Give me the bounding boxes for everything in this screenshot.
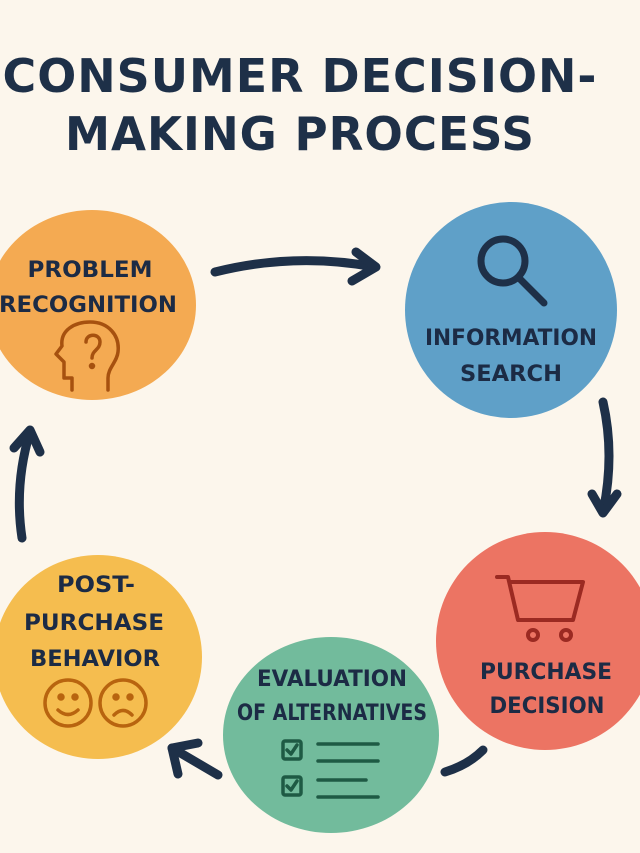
arrow-evaluation-to-post-purchase	[167, 738, 223, 780]
shopping-cart-icon	[495, 575, 585, 642]
stage-label: EVALUATION	[257, 667, 407, 692]
arrow-problem-to-search	[210, 247, 381, 286]
arrow-search-to-purchase	[587, 397, 622, 518]
stage-circle	[405, 202, 617, 418]
stage-post-purchase-behavior: POST- PURCHASE BEHAVIOR	[0, 555, 202, 759]
stage-label: OF ALTERNATIVES	[237, 701, 427, 726]
stage-evaluation-of-alternatives: EVALUATION OF ALTERNATIVES	[223, 637, 439, 833]
stage-information-search: INFORMATION SEARCH	[405, 202, 617, 418]
happy-sad-faces-icon	[43, 678, 148, 728]
stage-circle	[0, 555, 202, 759]
stage-label: INFORMATION	[425, 326, 597, 351]
stage-circle	[0, 210, 196, 400]
stage-circle	[436, 532, 640, 750]
stage-label: DECISION	[490, 694, 605, 719]
title-line-1: CONSUMER DECISION-	[3, 49, 598, 103]
stage-problem-recognition: PROBLEM RECOGNITION	[0, 210, 196, 400]
checklist-icon	[281, 739, 380, 799]
title-line-2: MAKING PROCESS	[65, 107, 535, 161]
stage-label: PROBLEM	[28, 258, 153, 283]
stage-label: RECOGNITION	[0, 293, 177, 318]
stage-purchase-decision: PURCHASE DECISION	[436, 532, 640, 750]
stage-label: POST-	[57, 573, 135, 598]
stage-circle	[223, 637, 439, 833]
arrow-purchase-to-evaluation	[440, 745, 488, 777]
head-question-icon	[54, 320, 120, 392]
magnifier-icon	[477, 235, 548, 307]
stage-label: SEARCH	[460, 362, 562, 387]
stage-label: PURCHASE	[480, 660, 612, 685]
stage-label: PURCHASE	[24, 611, 164, 636]
stage-label: BEHAVIOR	[30, 647, 160, 672]
arrow-post-purchase-to-problem	[9, 425, 45, 543]
